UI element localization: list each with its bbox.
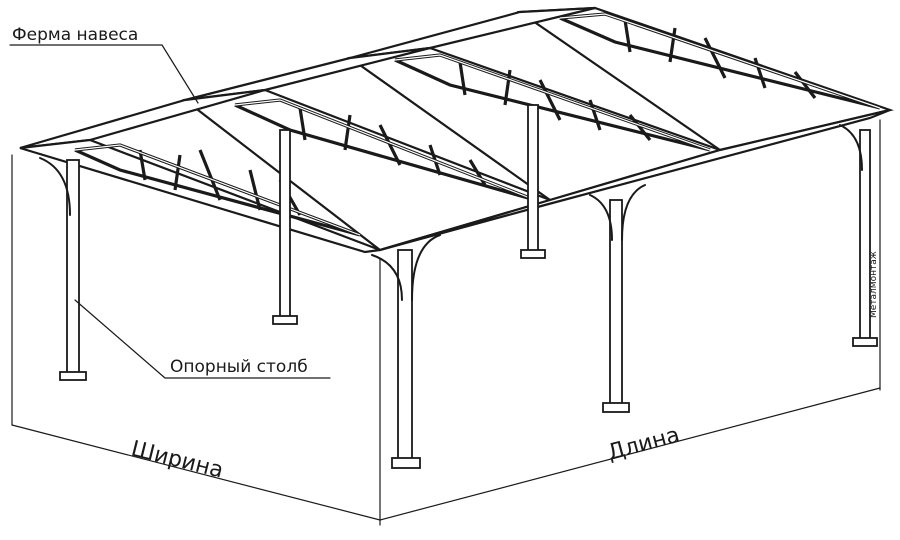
truss-second [234,98,536,202]
bracket-far-right [839,124,863,171]
post-base-rear-middle [520,249,546,259]
post-base-front-middle [391,457,421,469]
leader-lines [9,44,331,379]
post-base-front-right [602,402,630,413]
post-base-front-left [59,371,87,381]
length-label: Длина [605,423,682,466]
bracket-front-left [39,157,71,216]
truss-leader [9,44,199,104]
dimension-lines [11,119,881,526]
post-base-far-right [852,337,878,347]
watermark-text: Металмонтаж [869,251,879,318]
post-rear-middle [527,104,539,254]
truss-back [559,12,881,110]
post-front-left [66,159,80,376]
width-label: Ширина [129,437,226,484]
post-rear-left [279,129,291,319]
bracket-front-middle [371,234,441,301]
bracket-front-right [589,184,646,241]
post-label: Опорный столб [170,357,308,377]
support-posts [39,104,878,469]
length-dimension-line [379,387,881,521]
post-base-rear-left [272,315,298,325]
width-dimension-line [11,424,381,521]
truss-label: Ферма навеса [12,25,138,45]
truss-third [394,53,711,152]
post-leader [74,299,331,379]
roof-panel-right [379,108,891,252]
